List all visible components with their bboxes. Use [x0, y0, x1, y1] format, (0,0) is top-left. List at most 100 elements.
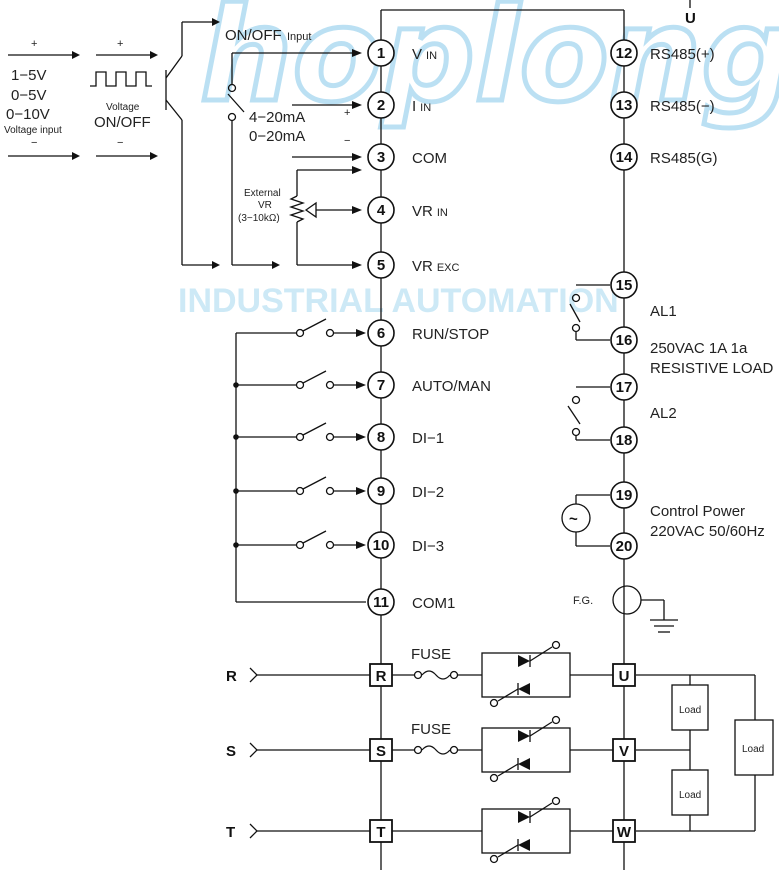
fg-terminal — [612, 585, 642, 615]
thyristor-icon — [518, 839, 530, 851]
right-terminal-19: 19 — [610, 481, 638, 509]
terminal-circle — [367, 196, 395, 224]
phase-label: R — [226, 668, 237, 685]
terminal-circle — [367, 588, 395, 616]
fuse-label: FUSE — [411, 721, 451, 738]
power-spec: 220VAC 50/60Hz — [650, 523, 765, 540]
terminal-circle — [610, 39, 638, 67]
current-4-20: 4−20mA — [249, 109, 305, 126]
terminal-circle — [610, 326, 638, 354]
load-box-2 — [671, 769, 709, 816]
terminal-number: 11 — [373, 594, 389, 611]
terminal-circle — [610, 271, 638, 299]
phase-label: T — [226, 824, 235, 841]
terminal-label: RS485(−) — [650, 98, 715, 115]
terminal-number: 4 — [377, 202, 386, 219]
load-network: Load Load Load — [636, 674, 774, 832]
terminal-label: DI−3 — [412, 538, 444, 555]
right-terminal-18: 18 — [610, 426, 638, 454]
terminal-circle — [610, 373, 638, 401]
terminal-number: 14 — [616, 149, 633, 166]
phase-output-box — [612, 663, 636, 687]
terminal-number: 16 — [616, 332, 633, 349]
phase-input-letter: R — [376, 668, 387, 685]
terminal-number: 19 — [616, 487, 633, 504]
fuse-icon — [421, 670, 451, 680]
phase-output-letter: W — [617, 824, 632, 841]
left-terminal-11: 11 COM1 — [367, 588, 455, 616]
thyristor-icon — [518, 683, 530, 695]
power-section: ~ Control Power 220VAC 50/60Hz — [561, 494, 765, 547]
di-switch-4 — [233, 476, 366, 496]
terminal-label: RS485(+) — [650, 46, 715, 63]
terminal-number: 17 — [616, 379, 633, 396]
watermark: hoplong INDUSTRIAL AUTOMATION — [178, 0, 779, 320]
thyristor-icon — [518, 655, 530, 667]
terminal-number: 12 — [616, 45, 633, 62]
onoff-label: ON/OFF — [225, 27, 282, 44]
terminal-number: 7 — [377, 377, 385, 394]
terminal-circle — [367, 251, 395, 279]
current-plus: + — [344, 107, 350, 119]
right-terminal-16: 16 — [610, 326, 638, 354]
pulse-minus: − — [117, 137, 123, 149]
current-minus: − — [344, 135, 350, 147]
terminal-label: COM1 — [412, 595, 455, 612]
terminal-circle — [367, 531, 395, 559]
power-label: Control Power — [650, 503, 745, 520]
pulse-title-2: ON/OFF — [94, 114, 151, 131]
terminal-circle — [367, 477, 395, 505]
terminal-number: 1 — [377, 45, 385, 62]
terminal-number: 18 — [616, 432, 633, 449]
phase-input-letter: T — [376, 824, 385, 841]
terminal-number: 9 — [377, 483, 385, 500]
right-terminal-15: 15 — [610, 271, 638, 299]
phase-output-box — [612, 819, 636, 843]
analog-minus: − — [31, 137, 37, 149]
load-box-3 — [734, 719, 774, 776]
terminal-circle — [367, 319, 395, 347]
phase-output-box — [612, 738, 636, 762]
load-label-2: Load — [679, 790, 701, 801]
terminal-label: COM — [412, 150, 447, 167]
terminal-circle — [610, 481, 638, 509]
phase-output-letter: V — [619, 743, 629, 760]
di-switch-5 — [233, 530, 366, 550]
load-label-3: Load — [742, 744, 764, 755]
load-box-1 — [671, 684, 709, 731]
terminal-number: 15 — [616, 277, 633, 294]
di-switch-2 — [233, 370, 366, 390]
phase-label: S — [226, 743, 236, 760]
analog-plus: + — [31, 38, 37, 50]
ext-vr-1: External — [244, 188, 281, 199]
analog-range-1: 1−5V — [11, 67, 46, 84]
terminal-number: 20 — [616, 538, 633, 555]
thyristor-icon — [518, 811, 530, 823]
pulse-plus: + — [117, 38, 123, 50]
watermark-logo: hoplong — [200, 0, 779, 131]
frame-ground: F.G. — [573, 585, 678, 633]
terminal-number: 5 — [377, 257, 385, 274]
terminal-number: 8 — [377, 429, 385, 446]
fuse-icon — [421, 745, 451, 755]
pulse-title: Voltage — [106, 102, 140, 113]
right-terminal-20: 20 — [610, 532, 638, 560]
terminal-label: RUN/STOP — [412, 326, 489, 343]
alarm-al2: AL2 — [650, 405, 677, 422]
watermark-subtitle: INDUSTRIAL AUTOMATION — [178, 282, 619, 320]
alarm-al1: AL1 — [650, 303, 677, 320]
